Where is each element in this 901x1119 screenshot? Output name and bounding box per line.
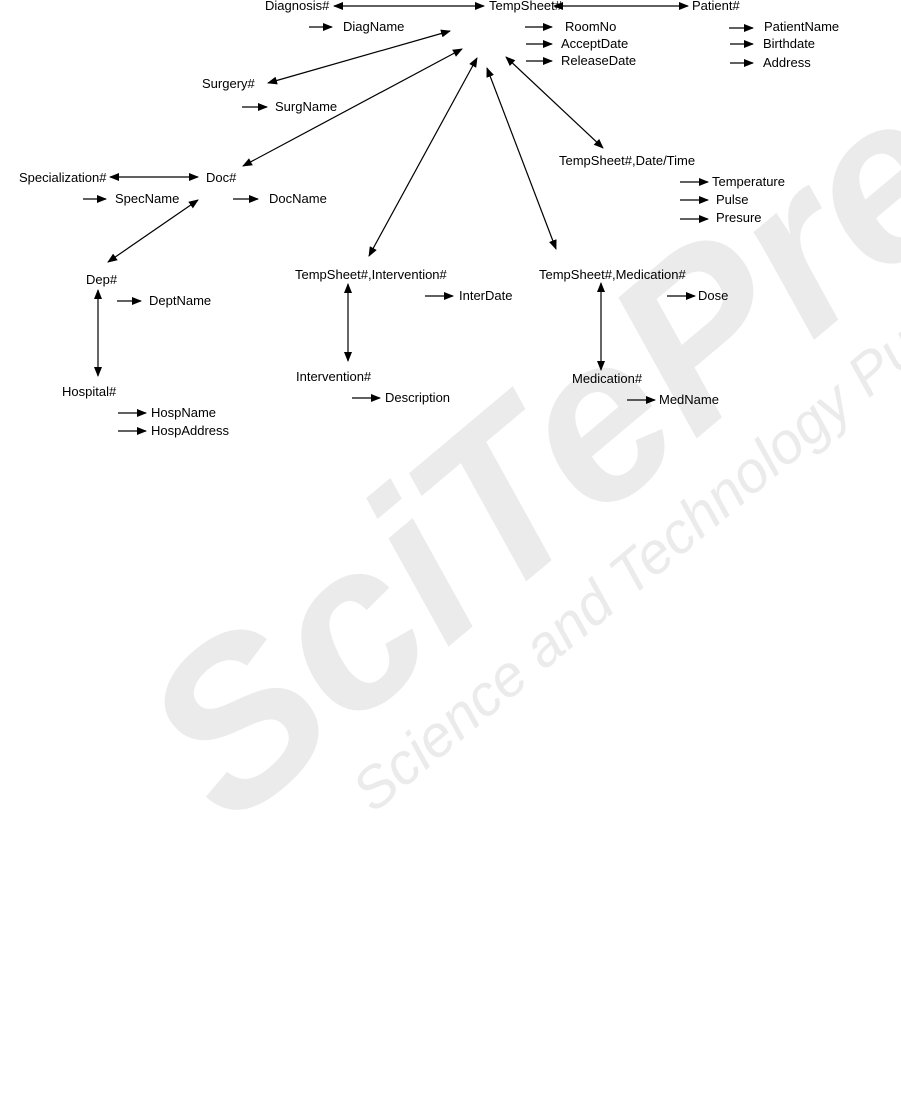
- entity-diagnosis: Diagnosis#: [265, 0, 330, 13]
- rel-tempsheet-intervention: [368, 57, 478, 257]
- entity-doc: Doc#: [206, 170, 237, 185]
- attr-medname: MedName: [659, 392, 719, 407]
- rel-tempsheet-datetime: [505, 56, 604, 149]
- watermark: SciTePress Science and Technology Public…: [96, 0, 901, 868]
- attr-pulse: Pulse: [716, 192, 749, 207]
- attr-presure: Presure: [716, 210, 762, 225]
- attr-patientname: PatientName: [764, 19, 839, 34]
- attr-releasedate: ReleaseDate: [561, 53, 636, 68]
- attr-deptname: DeptName: [149, 293, 211, 308]
- rel-surgery-tempsheet: [267, 29, 451, 85]
- attr-birthdate: Birthdate: [763, 36, 815, 51]
- entity-tempsheet-datetime: TempSheet#,Date/Time: [559, 153, 695, 168]
- attr-diagname: DiagName: [343, 19, 404, 34]
- entity-hospital: Hospital#: [62, 384, 117, 399]
- attr-hospaddress: HospAddress: [151, 423, 230, 438]
- attr-surgname: SurgName: [275, 99, 337, 114]
- attr-acceptdate: AcceptDate: [561, 36, 628, 51]
- attr-temperature: Temperature: [712, 174, 785, 189]
- attr-specname: SpecName: [115, 191, 179, 206]
- entity-intervention: Intervention#: [296, 369, 372, 384]
- entities: Diagnosis# TempSheet# Patient# Surgery# …: [19, 0, 740, 399]
- entity-tempsheet-medication: TempSheet#,Medication#: [539, 267, 686, 282]
- attr-roomno: RoomNo: [565, 19, 616, 34]
- entity-specialization: Specialization#: [19, 170, 107, 185]
- attr-description: Description: [385, 390, 450, 405]
- attr-address: Address: [763, 55, 811, 70]
- entity-patient: Patient#: [692, 0, 740, 13]
- relationships: [94, 2, 689, 377]
- attribute-arrows: [83, 23, 754, 435]
- rel-tempsheet-medication: [486, 67, 557, 250]
- attr-interdate: InterDate: [459, 288, 512, 303]
- rel-dep-doc: [107, 199, 199, 263]
- attr-docname: DocName: [269, 191, 327, 206]
- entity-tempsheet-intervention: TempSheet#,Intervention#: [295, 267, 448, 282]
- attr-hospname: HospName: [151, 405, 216, 420]
- entity-tempsheet: TempSheet#: [489, 0, 563, 13]
- entity-medication: Medication#: [572, 371, 643, 386]
- attributes: DiagName RoomNo AcceptDate ReleaseDate P…: [115, 19, 839, 438]
- attr-dose: Dose: [698, 288, 728, 303]
- entity-surgery: Surgery#: [202, 76, 256, 91]
- entity-dep: Dep#: [86, 272, 118, 287]
